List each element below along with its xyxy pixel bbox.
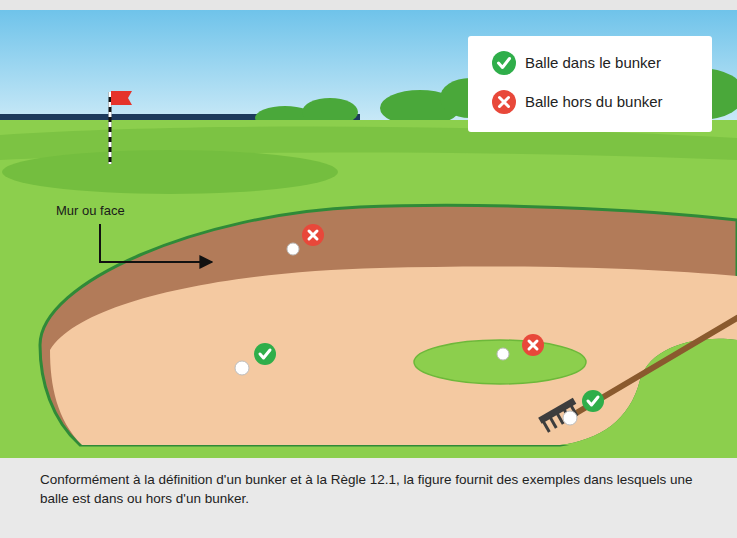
putting-green <box>2 150 338 194</box>
figure-caption: Conformément à la définition d'un bunker… <box>40 470 710 508</box>
part-label: Mur ou face <box>56 203 125 218</box>
caption-band <box>0 458 737 538</box>
status-icons <box>254 224 604 412</box>
legend-label: Balle dans le bunker <box>525 54 661 71</box>
bunker-edge-grass <box>560 339 737 445</box>
legend-icons <box>492 51 516 114</box>
fairway <box>0 120 737 458</box>
top-strip <box>0 0 737 10</box>
flag <box>111 91 132 105</box>
leader-arrow <box>100 224 212 262</box>
golf-balls <box>235 243 577 425</box>
bunker-sand <box>50 266 737 445</box>
legend-panel <box>468 36 712 132</box>
rake <box>538 318 737 433</box>
bunker-face <box>40 205 737 445</box>
grass-island <box>414 340 586 384</box>
legend-label: Balle hors du bunker <box>525 93 663 110</box>
